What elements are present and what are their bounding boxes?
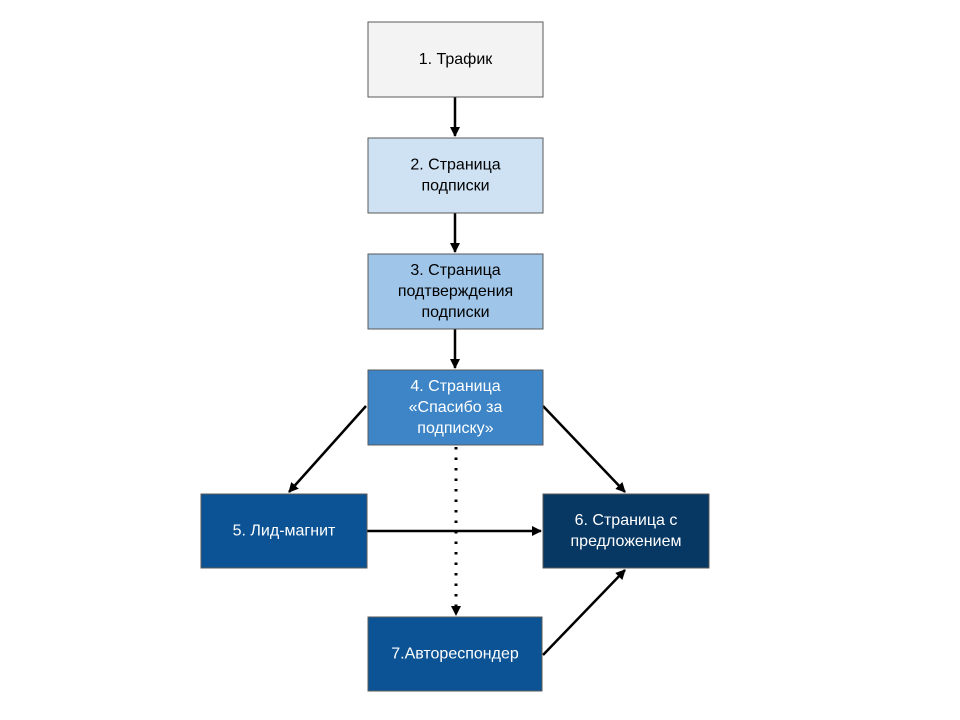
node-box-confirm-page: [367, 253, 544, 330]
nodes-layer: 1. Трафик 2. Страница подписки 3. Страница п…: [200, 21, 710, 692]
arrow-autoresponder-to-offer-page: [542, 569, 626, 656]
node-box-traffic: [367, 21, 544, 98]
edges-layer: [288, 97, 626, 656]
node-label-subscribe-page-line-2: подписки: [421, 178, 489, 195]
node-box-thankyou-page: [367, 369, 544, 446]
node-label-confirm-page-line-1: 3. Страница: [410, 262, 500, 279]
node-box-subscribe-page: [367, 137, 544, 214]
node-label-traffic-line-1: 1. Трафик: [419, 51, 494, 68]
node-lead-magnet: 5. Лид-магнит: [200, 493, 368, 569]
node-box-offer-page: [542, 493, 710, 569]
node-offer-page: 6. Страница с предложением: [542, 493, 710, 569]
node-traffic: 1. Трафик: [367, 21, 544, 98]
node-autoresponder: 7.Автореспондер: [367, 616, 543, 692]
node-box-autoresponder: [367, 616, 543, 692]
node-thankyou-page: 4. Страница «Спасибо за подписку»: [367, 369, 544, 446]
node-label-confirm-page-line-2: подтверждения: [398, 283, 513, 300]
node-box-lead-magnet: [200, 493, 368, 569]
node-label-offer-page-line-2: предложением: [571, 533, 682, 550]
node-label-thankyou-page-line-3: подписку»: [417, 420, 494, 437]
arrow-thankyou-page-to-offer-page: [542, 405, 626, 493]
node-label-lead-magnet-line-1: 5. Лид-магнит: [233, 523, 336, 540]
node-label-thankyou-page-line-1: 4. Страница: [410, 378, 500, 395]
node-subscribe-page: 2. Страница подписки: [367, 137, 544, 214]
node-label-confirm-page-line-3: подписки: [421, 304, 489, 321]
node-label-subscribe-page-line-1: 2. Страница: [410, 157, 500, 174]
arrow-thankyou-page-to-lead-magnet: [288, 405, 367, 493]
node-label-offer-page-line-1: 6. Страница с: [575, 512, 678, 529]
node-label-thankyou-page-line-2: «Спасибо за: [409, 399, 503, 416]
node-confirm-page: 3. Страница подтверждения подписки: [367, 253, 544, 330]
node-label-autoresponder-line-1: 7.Автореспондер: [391, 646, 519, 663]
